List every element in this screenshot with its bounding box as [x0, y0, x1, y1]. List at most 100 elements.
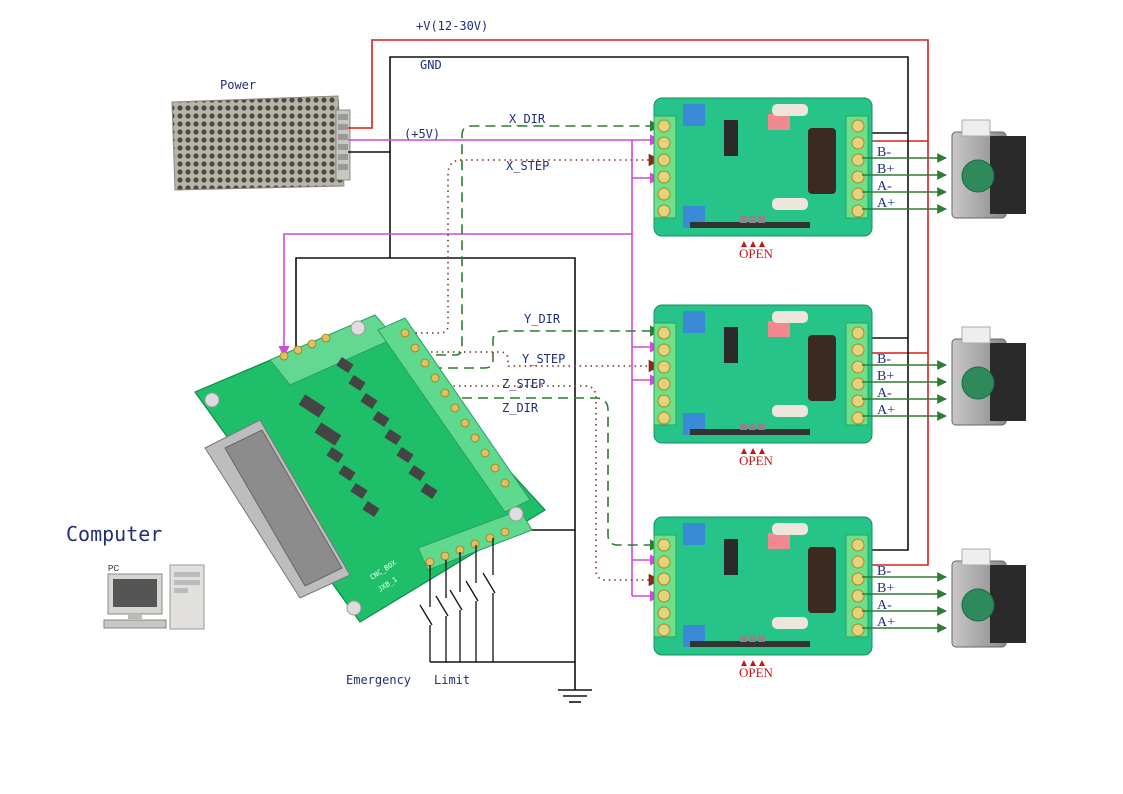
coil-label: A+ — [877, 196, 895, 211]
terminal-screw — [851, 538, 865, 552]
breakout-board: CNC_BOX JXB_1 — [194, 314, 546, 623]
x-step-label: X_STEP — [506, 159, 549, 173]
dip-switch — [768, 114, 790, 130]
coil-label: B- — [877, 564, 891, 579]
jumper-pin — [758, 423, 765, 430]
motor-label-disc — [961, 366, 995, 400]
y-step-label: Y_STEP — [522, 352, 565, 366]
open-arrow — [750, 660, 756, 666]
motor-connector — [961, 326, 991, 344]
open-label: OPEN — [739, 453, 774, 468]
coil-label: B+ — [877, 162, 894, 177]
jumper-pin — [740, 216, 747, 223]
resistor — [772, 198, 808, 210]
jumper-pin — [749, 423, 756, 430]
terminal-screw — [657, 623, 671, 637]
limit-label: Limit — [434, 673, 470, 687]
terminal-screw — [851, 136, 865, 150]
jumper-pin — [749, 216, 756, 223]
terminal-screw — [851, 572, 865, 586]
open-arrow — [741, 241, 747, 247]
coil-label: B+ — [877, 581, 894, 596]
coil-label: A+ — [877, 403, 895, 418]
x-dir-label: X_DIR — [509, 112, 546, 126]
jumper-pin — [758, 216, 765, 223]
ground-symbol — [558, 689, 592, 703]
jumper-pin — [749, 635, 756, 642]
y-dir-label: Y_DIR — [524, 312, 561, 326]
motor-label-disc — [961, 159, 995, 193]
terminal-screw — [851, 555, 865, 569]
capacitor — [808, 547, 836, 613]
terminal-screw — [657, 411, 671, 425]
stepper-motor — [951, 326, 1026, 426]
capacitor — [808, 128, 836, 194]
terminal-screw — [657, 572, 671, 586]
z-dir-label: Z_DIR — [502, 401, 539, 415]
terminal-screw — [657, 326, 671, 340]
motor-body — [990, 343, 1026, 421]
coil-label: B+ — [877, 369, 894, 384]
resistor — [772, 617, 808, 629]
motor-connector — [961, 548, 991, 566]
terminal-screw — [657, 187, 671, 201]
open-arrow — [741, 448, 747, 454]
terminal-screw — [851, 606, 865, 620]
limit-switches — [419, 538, 496, 662]
terminal-screw — [657, 589, 671, 603]
power-label: Power — [220, 78, 256, 92]
terminal-screw — [657, 360, 671, 374]
terminal-screw — [851, 119, 865, 133]
step-wires — [410, 153, 662, 587]
terminal-screw — [851, 360, 865, 374]
terminal-screw — [657, 343, 671, 357]
dip-switch — [768, 321, 790, 337]
open-arrow — [750, 241, 756, 247]
terminal-screw — [851, 170, 865, 184]
resistor — [772, 104, 808, 116]
open-arrow — [750, 448, 756, 454]
terminal-screw — [657, 119, 671, 133]
terminal-screw — [657, 153, 671, 167]
pin-header — [690, 641, 810, 647]
open-label: OPEN — [739, 665, 774, 680]
open-arrow — [759, 660, 765, 666]
ic-chip — [724, 327, 738, 363]
capacitor — [808, 335, 836, 401]
potentiometer — [683, 523, 705, 545]
terminal-screw — [851, 377, 865, 391]
open-arrow — [741, 660, 747, 666]
terminal-screw — [657, 136, 671, 150]
plus5v-label: (+5V) — [404, 127, 440, 141]
motor-body — [990, 565, 1026, 643]
terminal-screw — [657, 170, 671, 184]
potentiometer — [683, 311, 705, 333]
gnd-label: GND — [420, 58, 442, 72]
coil-label: A- — [877, 386, 892, 401]
motor-label-disc — [961, 588, 995, 622]
pin-header — [690, 429, 810, 435]
supply-voltage-label: +V(12-30V) — [416, 19, 488, 33]
jumper-pin — [740, 423, 747, 430]
terminal-screw — [851, 343, 865, 357]
terminal-screw — [657, 555, 671, 569]
terminal-screw — [851, 394, 865, 408]
motor-connector — [961, 119, 991, 137]
terminal-screw — [657, 204, 671, 218]
power-supply — [171, 95, 351, 191]
pc-icon — [103, 564, 205, 630]
coil-label: B- — [877, 145, 891, 160]
coil-label: A+ — [877, 615, 895, 630]
resistor — [772, 523, 808, 535]
terminal-screw — [657, 538, 671, 552]
jumper-pin — [758, 635, 765, 642]
resistor — [772, 311, 808, 323]
terminal-screw — [657, 377, 671, 391]
terminal-screw — [851, 187, 865, 201]
